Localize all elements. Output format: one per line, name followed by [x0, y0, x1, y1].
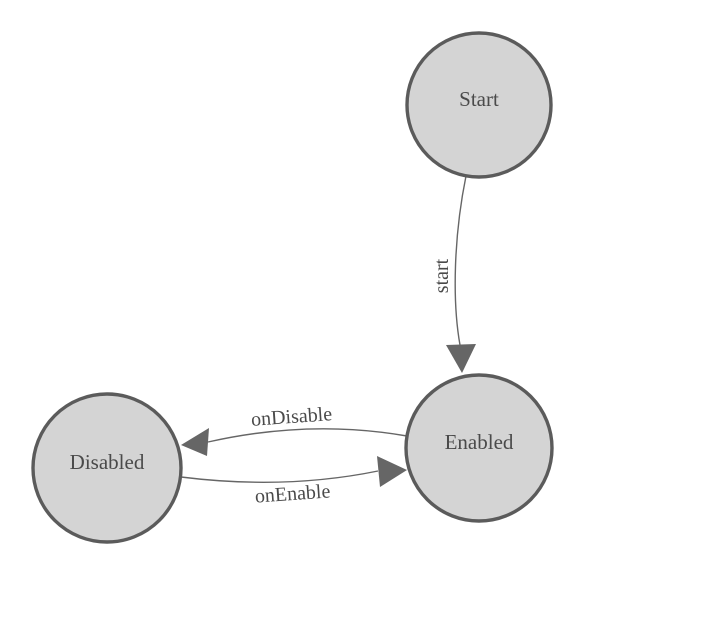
state-circle-disabled: [31, 392, 183, 544]
arrowhead-right-icon: [377, 456, 407, 487]
state-node-disabled: Disabled: [31, 392, 183, 544]
state-node-start: Start: [405, 31, 553, 179]
edge-enabled-to-disabled: onDisable: [181, 403, 408, 456]
state-circle-enabled: [404, 373, 554, 523]
arrowhead-down-icon: [446, 344, 476, 373]
state-label-enabled: Enabled: [445, 430, 514, 454]
edge-disabled-to-enabled: onEnable: [180, 456, 407, 508]
arrowhead-left-icon: [181, 428, 209, 456]
edge-line-enabled-to-disabled: [207, 428, 408, 443]
edge-line-start-to-enabled: [454, 175, 467, 346]
edge-label-start: start: [431, 258, 453, 293]
state-circle-start: [405, 31, 553, 179]
state-label-start: Start: [459, 87, 499, 111]
edge-label-onenable: onEnable: [254, 480, 331, 507]
edge-label-ondisable: onDisable: [250, 403, 333, 431]
state-label-disabled: Disabled: [70, 450, 145, 474]
edge-start-to-enabled: start: [431, 175, 476, 373]
state-node-enabled: Enabled: [404, 373, 554, 523]
edge-line-disabled-to-enabled: [180, 470, 379, 483]
